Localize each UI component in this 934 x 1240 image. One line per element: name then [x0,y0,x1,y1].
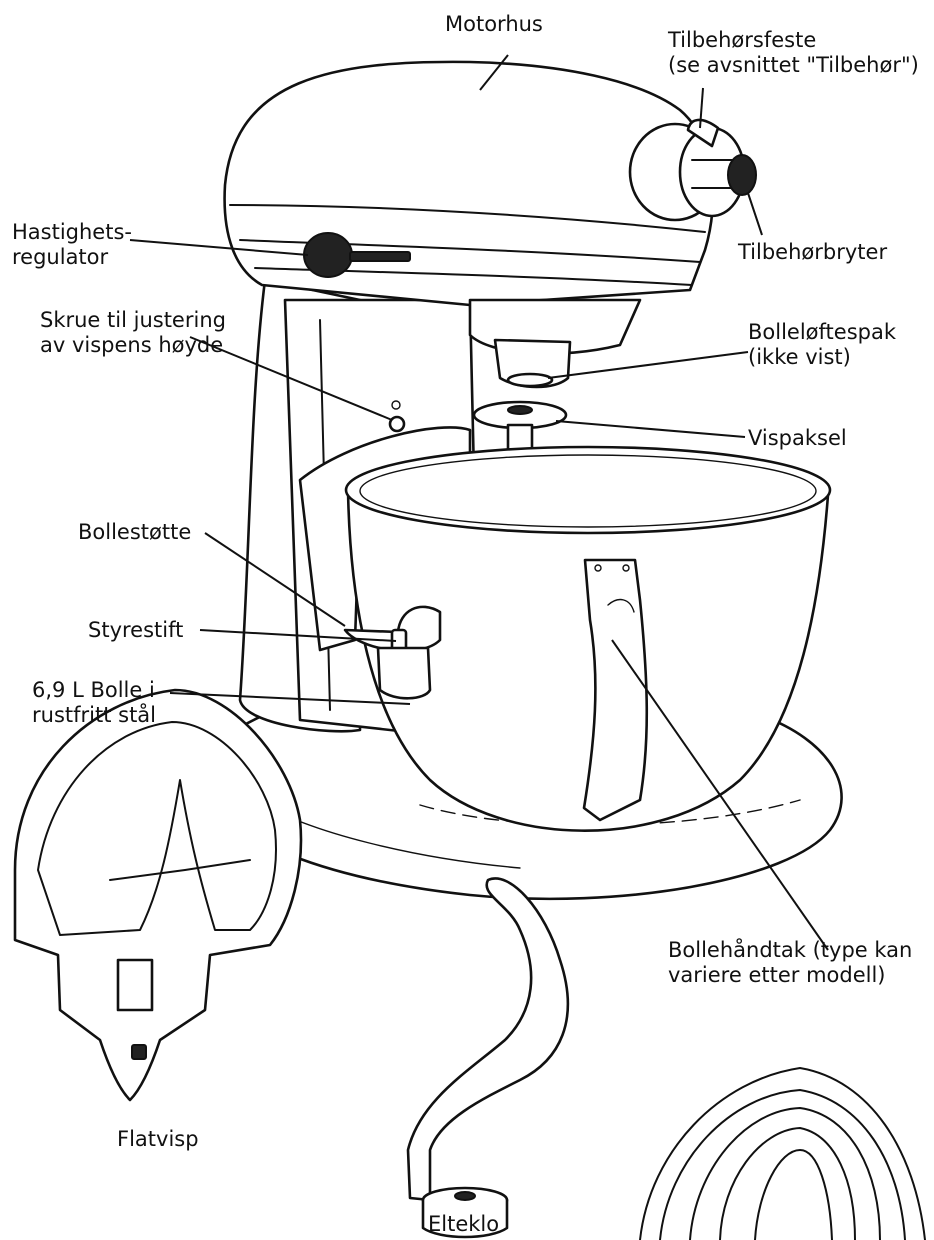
label-beater-height-screw: Skrue til justering av vispens høyde [40,308,226,358]
label-beater-shaft-text: Vispaksel [748,426,847,450]
wire-whip-drawing [639,1067,926,1240]
label-attachment-hub: Tilbehørsfeste (se avsnittet "Tilbehør") [668,28,919,78]
label-beater-height-screw-line-1: Skrue til justering [40,308,226,332]
label-flat-beater: Flatvisp [117,1127,199,1152]
label-bowl-lift-lever-line-2: (ikke vist) [748,345,851,369]
label-bowl: 6,9 L Bolle i rustfritt stål [32,678,156,728]
label-bowl-handle: Bollehåndtak (type kan variere etter mod… [668,938,912,988]
label-attachment-hub-line-1: Tilbehørsfeste [668,28,817,52]
label-dough-hook-text: Elteklo [428,1212,500,1236]
label-locating-pin-text: Styrestift [88,618,184,642]
label-speed-control: Hastighets- regulator [12,220,132,270]
label-bowl-support-text: Bollestøtte [78,520,192,544]
leader-lines [129,54,829,951]
label-attachment-knob-text: Tilbehørbryter [738,240,888,264]
label-bowl-line-1: 6,9 L Bolle i [32,678,155,702]
label-locating-pin: Styrestift [88,618,183,643]
flat-beater-drawing [13,688,303,1102]
label-speed-control-line-1: Hastighets- [12,220,132,244]
bowl-handle [582,558,649,822]
label-bowl-handle-line-2: variere etter modell) [668,963,886,987]
label-motor-housing: Motorhus [445,12,543,37]
label-bowl-lift-lever: Bolleløftespak (ikke vist) [748,320,896,370]
label-bowl-support: Bollestøtte [78,520,191,545]
label-motor-housing-text: Motorhus [445,12,543,36]
label-dough-hook: Elteklo [428,1212,499,1237]
label-attachment-hub-line-2: (se avsnittet "Tilbehør") [668,53,919,77]
bowl [343,445,832,832]
label-speed-control-line-2: regulator [12,245,109,269]
label-beater-shaft: Vispaksel [748,426,847,451]
label-beater-height-screw-line-2: av vispens høyde [40,333,224,357]
motor-head [223,60,757,389]
label-bowl-line-2: rustfritt stål [32,703,157,727]
label-attachment-knob: Tilbehørbryter [738,240,887,265]
dough-hook-drawing [406,877,570,1239]
label-bowl-lift-lever-line-1: Bolleløftespak [748,320,897,344]
label-flat-beater-text: Flatvisp [117,1127,199,1151]
label-bowl-handle-line-1: Bollehåndtak (type kan [668,938,913,962]
